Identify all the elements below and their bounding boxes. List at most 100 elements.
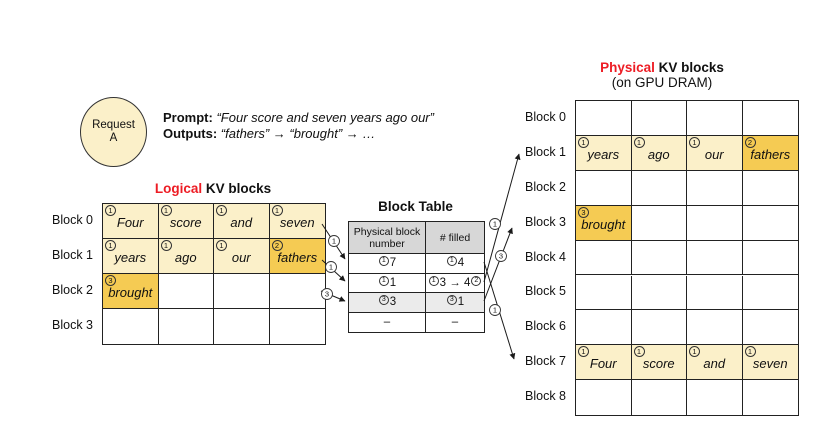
block-table-header: Physical block number xyxy=(349,222,426,254)
token-word: seven xyxy=(279,215,315,230)
physical-cell xyxy=(631,310,687,346)
outputs-text: “fathers” → “brought” → … xyxy=(220,126,376,141)
slot-turn-marker: 1 xyxy=(633,346,645,358)
logical-cell: 1 our xyxy=(214,239,270,274)
block-table-value: – xyxy=(451,316,459,329)
turn-marker: 2 xyxy=(471,275,482,286)
token-word: score xyxy=(169,215,202,230)
slot-turn-marker: 1 xyxy=(216,205,227,216)
logical-block-label: Block 0 xyxy=(52,213,93,227)
block-table-value: 4 xyxy=(457,257,465,270)
physical-block-label: Block 6 xyxy=(525,319,566,334)
outputs-label: Outputs: xyxy=(163,126,218,141)
slot-turn-marker: 1 xyxy=(689,346,700,358)
physical-cell xyxy=(576,275,632,311)
token-word: ago xyxy=(647,146,670,162)
request-label: Request xyxy=(92,119,135,131)
slot-turn-marker: 1 xyxy=(633,136,645,148)
block-table-cell: – xyxy=(426,312,484,332)
physical-cell xyxy=(631,240,687,276)
physical-cell xyxy=(742,205,798,241)
physical-block-label: Block 4 xyxy=(525,249,566,264)
physical-cell xyxy=(687,170,743,206)
logical-block-label: Block 1 xyxy=(52,248,93,262)
prompt-text: “Four score and seven years ago our” xyxy=(216,110,434,125)
slot-turn-marker: 3 xyxy=(578,206,589,218)
prompt-line: Prompt: “Four score and seven years ago … xyxy=(163,110,434,126)
physical-cell xyxy=(687,275,743,311)
logical-cell xyxy=(214,309,270,344)
arrow-table-to-physical xyxy=(483,261,516,360)
logical-cell xyxy=(103,309,159,344)
physical-cell xyxy=(742,275,798,311)
physical-title-line: Physical KV blocks xyxy=(552,60,772,75)
token-word: fathers xyxy=(750,146,791,162)
slot-turn-marker: 1 xyxy=(271,205,283,216)
token-word: ago xyxy=(174,250,197,265)
physical-cell xyxy=(687,380,743,416)
physical-cell xyxy=(631,205,687,241)
turn-marker: 1 xyxy=(378,275,389,286)
arrow-logical-to-table-marker xyxy=(325,261,337,273)
token-word: brought xyxy=(108,285,153,300)
physical-cell xyxy=(742,170,798,206)
token-word: our xyxy=(231,250,251,265)
block-table-title: Block Table xyxy=(378,199,453,214)
physical-kv-title: Physical KV blocks (on GPU DRAM) xyxy=(552,60,772,90)
turn-marker: 1 xyxy=(378,256,389,267)
physical-cell xyxy=(687,205,743,241)
slot-turn-marker: 2 xyxy=(271,240,283,251)
outputs-line: Outputs: “fathers” → “brought” → … xyxy=(163,126,434,142)
slot-turn-marker: 1 xyxy=(105,205,116,216)
physical-block-label: Block 1 xyxy=(525,144,566,159)
slot-turn-marker: 1 xyxy=(744,346,756,358)
logical-block-label: Block 2 xyxy=(52,283,93,297)
logical-cell xyxy=(158,309,214,344)
turn-marker: 1 xyxy=(428,275,439,286)
slot-turn-marker: 1 xyxy=(689,136,700,148)
block-table-header: # filled xyxy=(426,222,484,254)
request-id: A xyxy=(109,132,118,144)
block-table-value: 7 xyxy=(389,257,397,270)
block-table-cell: – xyxy=(349,312,426,332)
physical-cell xyxy=(742,310,798,346)
physical-cell xyxy=(687,101,743,136)
arrow-table-to-physical-marker-label: 1 xyxy=(493,306,497,315)
slot-turn-marker: 1 xyxy=(160,240,172,251)
physical-title-highlight: Physical xyxy=(600,60,655,75)
physical-title-rest: KV blocks xyxy=(654,60,724,75)
physical-block-label: Block 5 xyxy=(525,284,566,299)
token-word: and xyxy=(703,356,726,372)
turn-marker: 3 xyxy=(446,295,457,306)
logical-cell xyxy=(269,274,325,309)
arrow-logical-to-table-marker-label: 1 xyxy=(329,263,333,272)
arrow-table-to-physical-marker xyxy=(489,304,501,316)
token-word: score xyxy=(642,356,675,372)
physical-block-label: Block 7 xyxy=(525,354,566,369)
slot-turn-marker: 1 xyxy=(578,136,589,148)
physical-title-subtitle: (on GPU DRAM) xyxy=(611,75,713,90)
logical-cell xyxy=(269,309,325,344)
physical-cell xyxy=(576,170,632,206)
slot-turn-marker: 1 xyxy=(105,240,116,251)
slot-turn-marker: 1 xyxy=(216,240,227,251)
token-word: Four xyxy=(589,356,617,372)
physical-block-label: Block 0 xyxy=(525,109,566,124)
token-word: fathers xyxy=(277,250,318,265)
prompt-block: Prompt: “Four score and seven years ago … xyxy=(163,110,434,142)
physical-cell xyxy=(631,275,687,311)
